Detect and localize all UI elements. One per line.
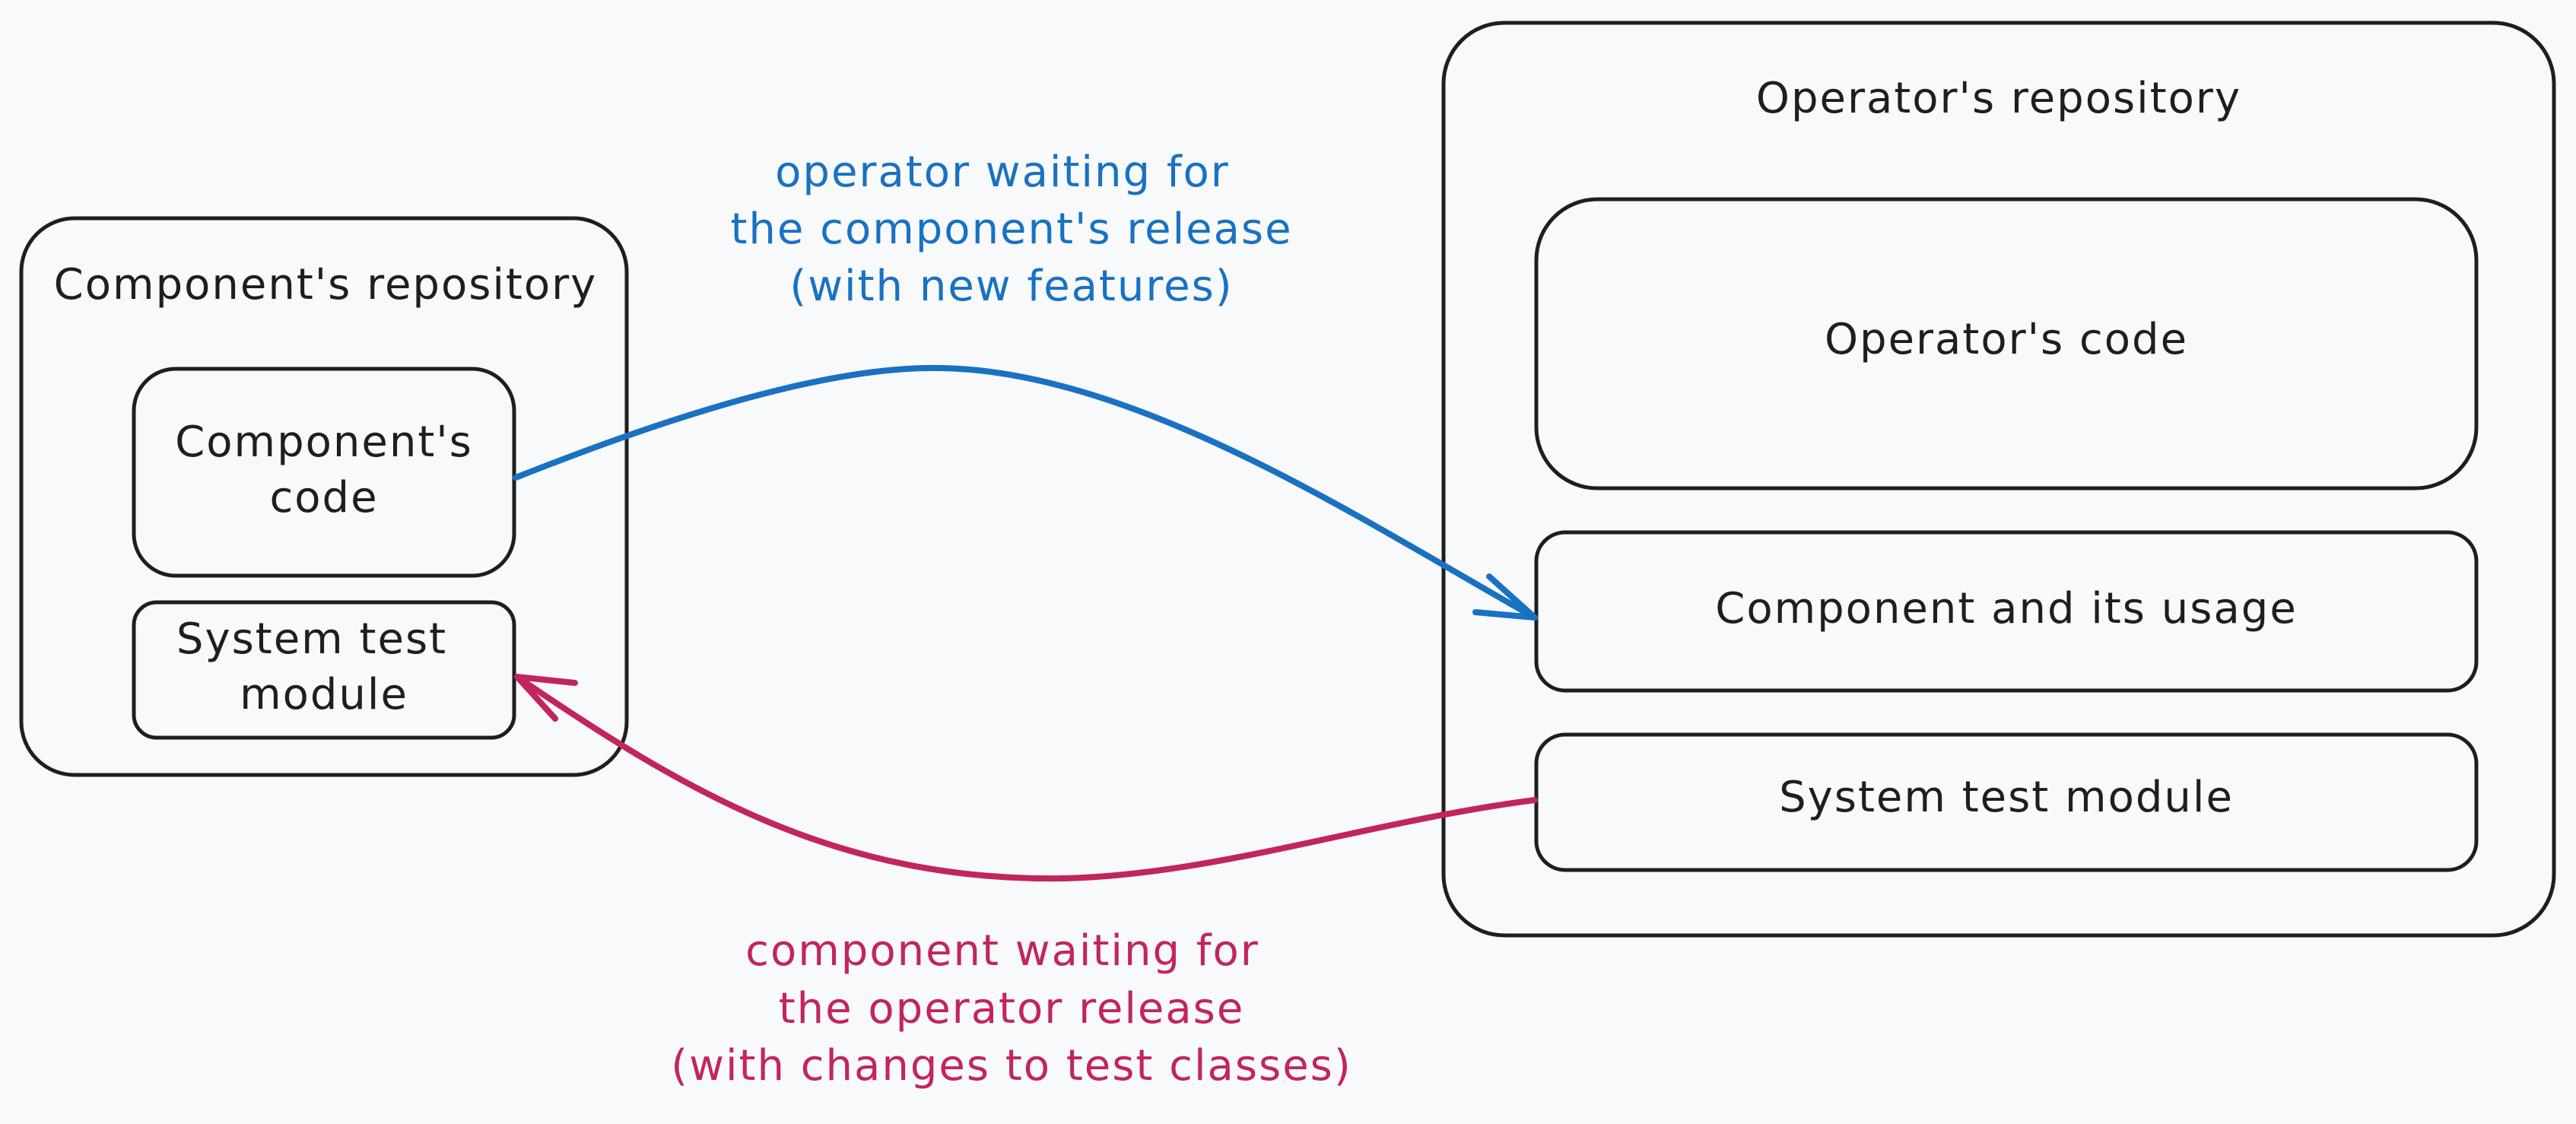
component-repository-title: Component's repository [54,260,598,310]
red-note: component waiting for the operator relea… [671,926,1352,1091]
blue-arrow-head [1472,573,1538,621]
red-arrow-line [514,674,1538,882]
red-note-line2: the operator release [779,984,1245,1034]
release-arrow-red [514,674,1538,882]
blue-note-line3: (with new features) [789,262,1233,311]
component-repository-frame [19,216,629,777]
component-repository: Component's repository Component's code … [19,216,629,777]
component-system-test-box: System test module [132,600,516,740]
blue-note-line2: the component's release [730,205,1292,254]
component-code-label-line2: code [269,473,378,522]
component-usage-frame [1534,530,2479,693]
component-code-frame [132,367,516,578]
operator-repository: Operator's repository Operator's code Co… [1441,21,2556,938]
operator-repository-frame [1441,21,2556,938]
blue-arrow-line [513,364,1538,621]
operator-code-frame [1534,197,2479,491]
blue-note: operator waiting for the component's rel… [730,148,1292,311]
red-arrow-head [514,674,578,722]
operator-system-test-label: System test module [1779,773,2234,822]
component-usage-box: Component and its usage [1534,530,2479,693]
operator-code-box: Operator's code [1534,197,2479,491]
component-system-test-label-line1: System test [176,614,447,664]
blue-note-line1: operator waiting for [775,148,1230,197]
component-usage-label: Component and its usage [1715,584,2298,633]
operator-repository-title: Operator's repository [1756,74,2241,123]
red-note-line1: component waiting for [745,926,1259,976]
component-system-test-label-line2: module [240,670,408,719]
operator-code-label: Operator's code [1825,315,2188,364]
release-arrow-blue [513,364,1538,621]
component-code-box: Component's code [132,367,516,578]
red-note-line3: (with changes to test classes) [671,1041,1352,1091]
operator-system-test-box: System test module [1534,732,2479,872]
component-code-label-line1: Component's [175,418,473,467]
component-system-test-frame [132,600,516,740]
